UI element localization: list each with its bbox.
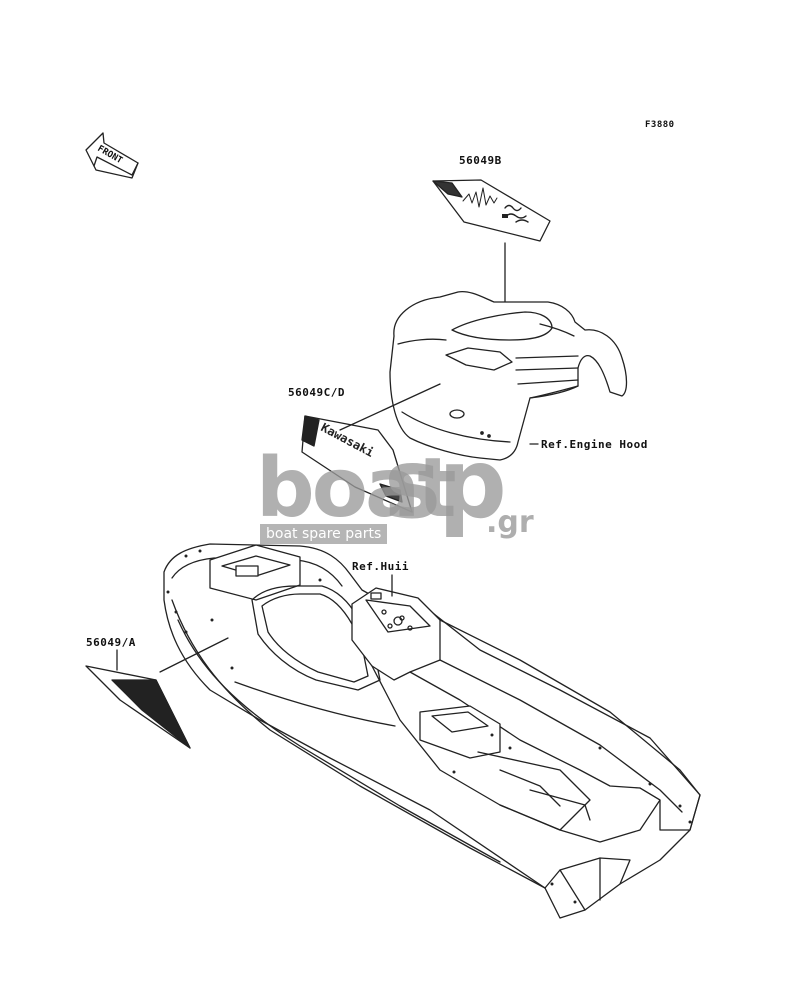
part-label-56049a: 56049/A (86, 636, 136, 649)
watermark-boat: boat (256, 441, 457, 536)
decal-56049b-icon (432, 179, 551, 242)
front-arrow-icon (85, 132, 139, 179)
part-label-56049b: 56049B (459, 154, 502, 167)
watermark-sp: sp (384, 428, 507, 540)
engine-hood-icon (389, 291, 628, 461)
ref-label-engine-hood: Ref.Engine Hood (541, 438, 648, 451)
decal-56049a-icon (85, 665, 191, 749)
watermark-tagline: boat spare parts (260, 524, 388, 544)
decal-56049cd-icon (301, 415, 413, 513)
watermark-tld: .gr (486, 505, 534, 540)
hull-icon (163, 543, 701, 919)
leader-line-56049a (159, 637, 229, 673)
part-label-56049cd: 56049C/D (288, 386, 345, 399)
ref-label-hull: Ref.Huii (352, 560, 409, 573)
leader-line-56049cd (339, 383, 441, 431)
figure-code: F3880 (645, 120, 675, 130)
